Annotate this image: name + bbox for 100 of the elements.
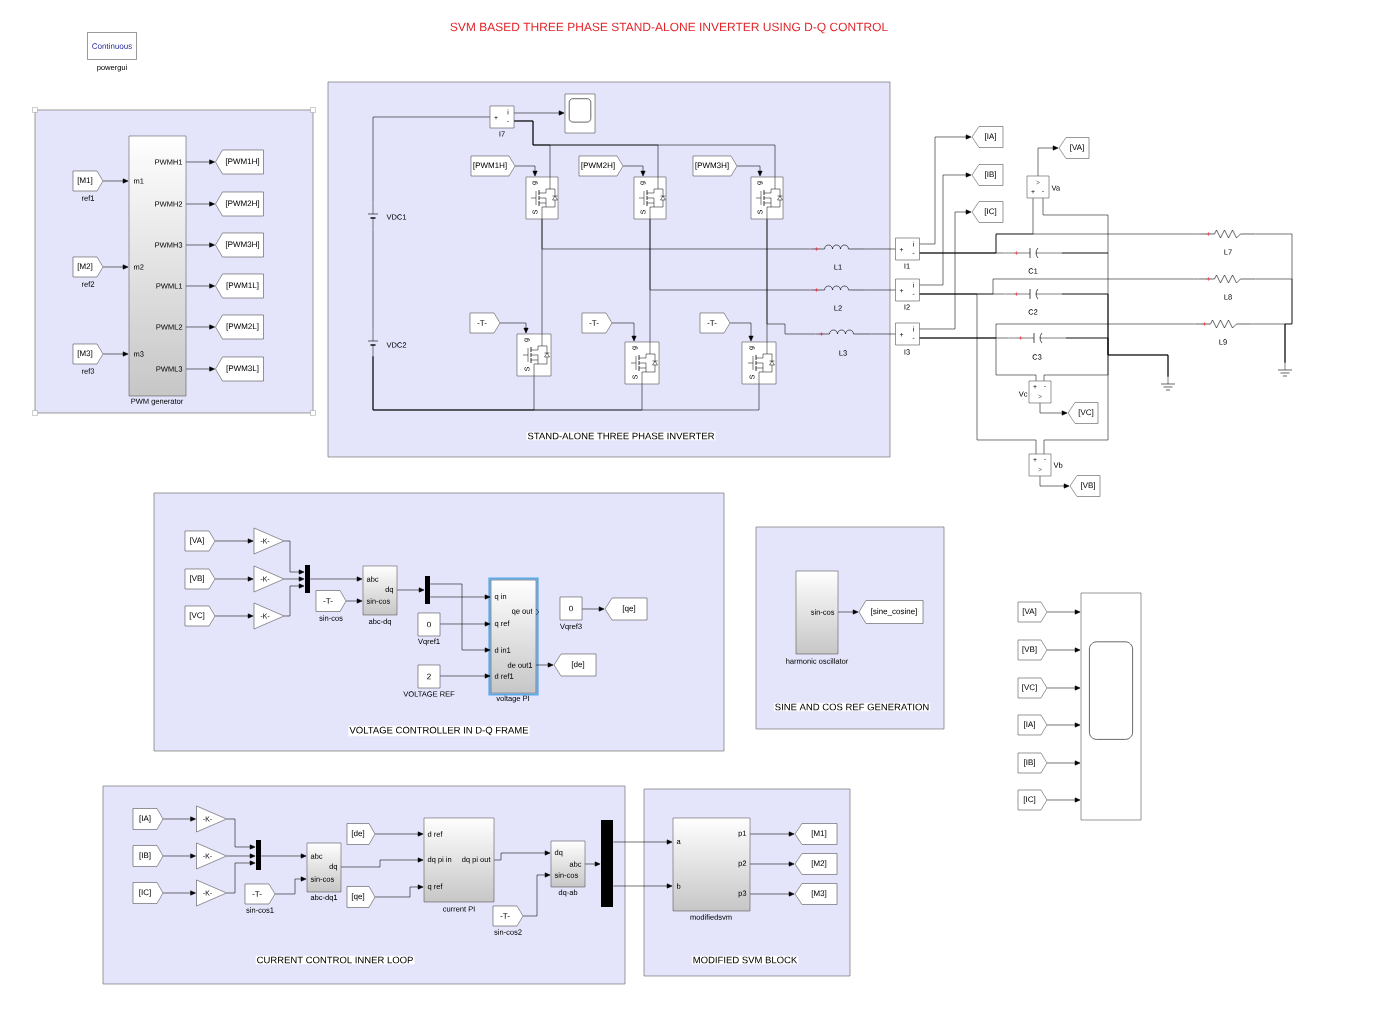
signal-arrow — [736, 165, 763, 177]
signal-arrow — [514, 165, 538, 177]
diagram-title: SVM BASED THREE PHASE STAND-ALONE INVERTER USING D-Q CONTROL — [450, 22, 888, 34]
wire — [1251, 323, 1286, 364]
signal-arrow — [185, 324, 215, 330]
from-tag: [M1] — [72, 170, 104, 192]
area-title: MODIFIED SVM BLOCK — [691, 955, 799, 965]
signal-arrow — [185, 242, 215, 248]
wire — [919, 197, 1034, 254]
from-tag: [IC] — [1017, 789, 1048, 811]
mosfet-symbol — [516, 333, 552, 377]
area-title: VOLTAGE CONTROLLER IN D-Q FRAME — [348, 725, 530, 737]
signal-arrow — [429, 583, 491, 653]
signal-arrow — [396, 587, 425, 593]
from-tag: [VC] — [1017, 677, 1048, 699]
signal-arrow — [1046, 609, 1081, 615]
signal-arrow — [1046, 760, 1081, 766]
signal-arrow — [214, 538, 254, 544]
signal-arrow — [1046, 797, 1081, 803]
signal-arrow — [185, 201, 215, 207]
signal-arrow — [374, 884, 424, 898]
wire — [372, 228, 374, 331]
from-tag: [IA] — [1017, 714, 1048, 736]
mosfet-symbol — [741, 341, 777, 385]
signal-arrow — [749, 891, 795, 897]
constant-block: 2 — [417, 664, 441, 689]
from-tag: -T- — [244, 883, 276, 905]
signal-arrow — [729, 322, 754, 342]
wire — [1042, 197, 1109, 254]
signal-arrow — [493, 850, 551, 861]
from-tag: [VB] — [184, 568, 216, 590]
mosfet-symbol — [633, 176, 667, 220]
signal-arrow — [283, 583, 305, 617]
goto-tag: [VC] — [1067, 402, 1099, 424]
goto-tag: [VB] — [1069, 475, 1101, 497]
signal-arrow — [260, 853, 307, 859]
constant-block: 0 — [559, 596, 583, 621]
goto-tag: [PWM3H] — [215, 232, 264, 258]
signal-arrow — [749, 861, 795, 867]
goto-tag: [M2] — [794, 853, 838, 875]
signal-arrow — [1039, 475, 1070, 489]
wire — [870, 333, 896, 335]
goto-tag: [PWM1L] — [215, 273, 264, 299]
goto-tag: [IC] — [971, 201, 1004, 223]
signal-arrow — [429, 594, 491, 600]
signal-arrow — [185, 366, 215, 372]
signal-arrow — [102, 351, 129, 357]
wire — [372, 116, 491, 204]
from-tag: [M2] — [72, 256, 104, 278]
ground-symbol — [1277, 362, 1293, 377]
from-tag: [IB] — [132, 845, 164, 867]
signal-arrow — [283, 576, 305, 582]
signal-arrow — [162, 853, 196, 859]
goto-tag: [PWM2H] — [215, 191, 264, 217]
signal-arrow — [162, 816, 196, 822]
signal-arrow — [522, 872, 551, 917]
signal-arrow — [102, 264, 129, 270]
goto-tag: [VA] — [1058, 137, 1090, 159]
signal-arrow — [185, 283, 215, 289]
from-tag: -T- — [581, 312, 613, 334]
subsystem-area — [327, 81, 891, 458]
signal-arrow — [612, 839, 673, 845]
signal-arrow — [283, 540, 305, 575]
signal-arrow — [214, 613, 254, 619]
from-tag: [de] — [346, 823, 376, 845]
signal-arrow — [749, 831, 795, 837]
from-tag: -T- — [492, 905, 524, 927]
goto-tag: [IB] — [971, 164, 1004, 186]
goto-tag: [PWM1H] — [215, 149, 264, 175]
signal-arrow — [340, 857, 424, 868]
signal-arrow — [535, 662, 554, 668]
from-tag: [IC] — [132, 882, 164, 904]
from-tag: -T- — [315, 590, 347, 612]
wire — [372, 355, 760, 411]
from-tag: [VA] — [1017, 601, 1048, 623]
area-title: SINE AND COS REF GENERATION — [773, 702, 931, 712]
signal-arrow — [1046, 722, 1081, 728]
goto-tag: [IA] — [971, 126, 1004, 148]
from-tag: [VC] — [184, 605, 216, 627]
signal-arrow — [226, 860, 256, 894]
from-tag: -T- — [469, 312, 501, 334]
scope-block — [1080, 592, 1142, 821]
goto-tag: [de] — [553, 653, 597, 677]
signal-arrow — [226, 853, 256, 859]
from-tag: [IB] — [1017, 752, 1048, 774]
from-tag: [PWM3H] — [692, 155, 738, 177]
signal-arrow — [919, 134, 972, 245]
from-tag: [qe] — [346, 886, 376, 908]
from-tag: -T- — [699, 312, 731, 334]
wire — [919, 337, 1037, 382]
constant-block: 0 — [417, 612, 441, 637]
signal-arrow — [374, 831, 424, 837]
ground-symbol — [1160, 376, 1176, 391]
wire — [865, 289, 896, 291]
signal-arrow — [499, 322, 529, 334]
goto-tag: [sine_cosine] — [858, 600, 924, 624]
wire — [1043, 293, 1109, 455]
scope-block — [564, 93, 596, 134]
mosfet-symbol — [624, 341, 660, 385]
signal-arrow — [214, 576, 254, 582]
